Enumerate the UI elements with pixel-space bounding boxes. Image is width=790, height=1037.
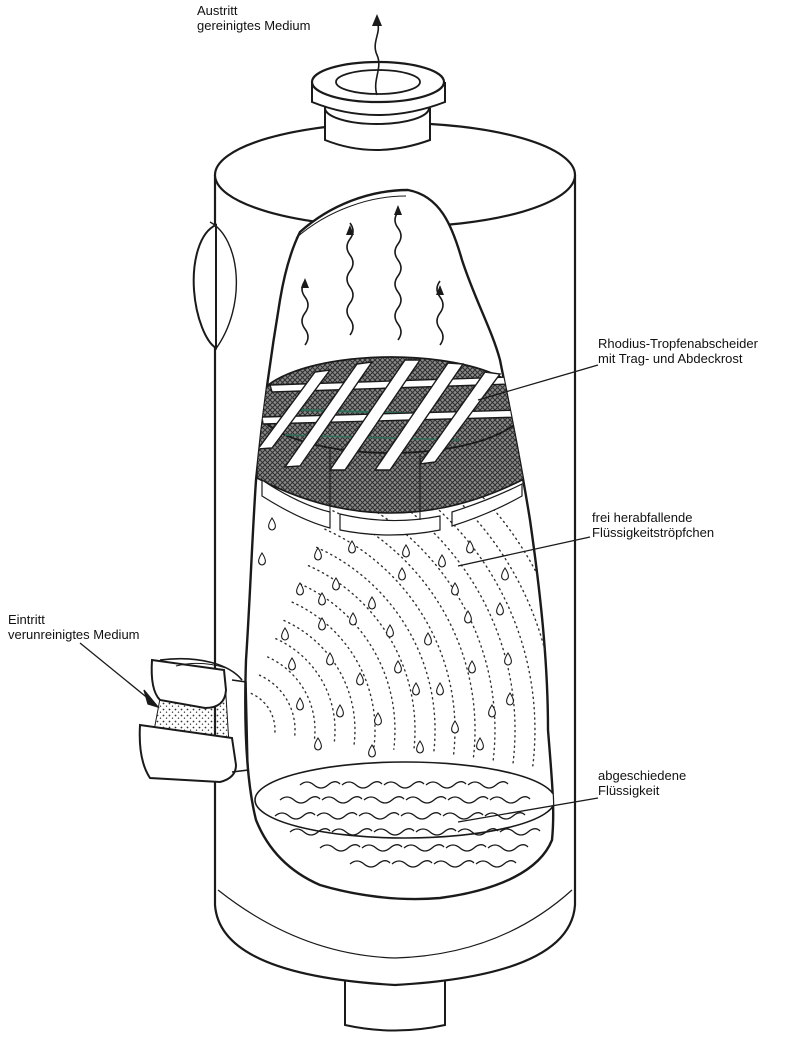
- liquid-label-line1: abgeschiedene: [598, 768, 686, 783]
- droplets-label-line2: Flüssigkeitströpfchen: [592, 525, 714, 540]
- outlet-label-line1: Austritt: [197, 3, 310, 18]
- demister-label-line2: mit Trag- und Abdeckrost: [598, 351, 758, 366]
- inlet-label-line1: Eintritt: [8, 612, 140, 627]
- demister-label-line1: Rhodius-Tropfenabscheider: [598, 336, 758, 351]
- outlet-label-line2: gereinigtes Medium: [197, 18, 310, 33]
- liquid-label-line2: Flüssigkeit: [598, 783, 686, 798]
- inlet-label-line2: verunreinigtes Medium: [8, 627, 140, 642]
- liquid-label: abgeschiedene Flüssigkeit: [598, 768, 686, 798]
- inlet-label: Eintritt verunreinigtes Medium: [8, 612, 140, 642]
- outlet-nozzle: [312, 62, 445, 150]
- droplets-label-line1: frei herabfallende: [592, 510, 714, 525]
- droplets-label: frei herabfallende Flüssigkeitströpfchen: [592, 510, 714, 540]
- bottom-nozzle: [345, 980, 445, 1031]
- demister-label: Rhodius-Tropfenabscheider mit Trag- und …: [598, 336, 758, 366]
- outlet-label: Austritt gereinigtes Medium: [197, 3, 310, 33]
